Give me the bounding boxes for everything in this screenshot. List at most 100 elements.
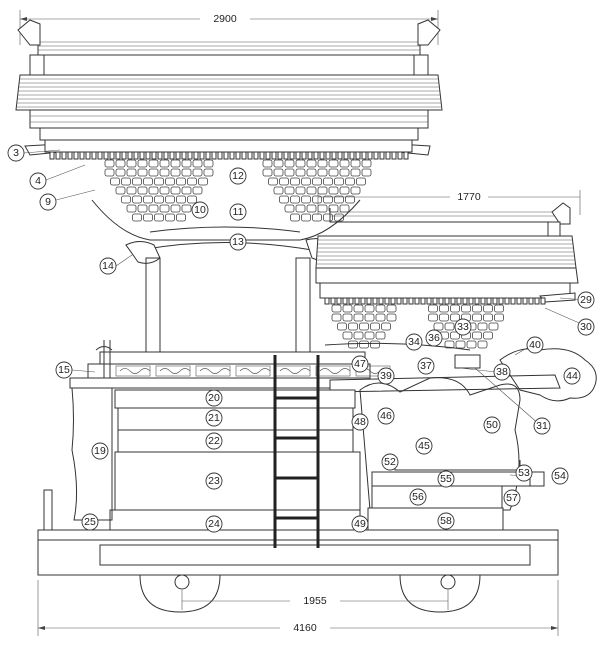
bracket-block bbox=[334, 195, 344, 204]
bracket-block bbox=[317, 168, 328, 177]
bracket-block bbox=[154, 177, 164, 186]
rafter-end bbox=[379, 151, 385, 160]
svg-text:45: 45 bbox=[418, 440, 430, 452]
bracket-block bbox=[317, 186, 328, 195]
bracket-block bbox=[159, 186, 170, 195]
rafter-end bbox=[133, 151, 139, 160]
bracket-block bbox=[126, 204, 137, 213]
svg-text:31: 31 bbox=[536, 420, 548, 432]
dimension-right-roof: 1770 bbox=[317, 190, 581, 215]
left-post bbox=[145, 257, 161, 359]
rafter-end bbox=[103, 151, 109, 160]
bracket-block bbox=[455, 340, 466, 349]
rafter-end bbox=[373, 151, 379, 160]
bracket-block bbox=[494, 304, 504, 313]
bracket-block bbox=[137, 159, 148, 168]
dimension-wheelbase-label: 1955 bbox=[303, 595, 327, 607]
bracket-block bbox=[375, 313, 386, 322]
bracket-block bbox=[350, 159, 361, 168]
bracket-block bbox=[381, 322, 391, 331]
rafter-end bbox=[510, 297, 516, 305]
bracket-block bbox=[337, 322, 347, 331]
bracket-block bbox=[159, 204, 170, 213]
bracket-block bbox=[143, 177, 153, 186]
rafter-end bbox=[61, 151, 67, 160]
bracket-block bbox=[477, 322, 488, 331]
bracket-block bbox=[132, 213, 142, 222]
rail-carving-scroll bbox=[119, 368, 151, 374]
bracket-block bbox=[483, 313, 493, 322]
rafter-end bbox=[361, 151, 367, 160]
bracket-block bbox=[312, 195, 322, 204]
bracket-block bbox=[268, 177, 278, 186]
bracket-block bbox=[115, 159, 126, 168]
svg-text:47: 47 bbox=[354, 358, 366, 370]
bracket-block bbox=[461, 304, 471, 313]
rafter-end bbox=[223, 151, 229, 160]
bracket-block bbox=[176, 213, 186, 222]
callout-30: 30 bbox=[577, 318, 595, 336]
bracket-block bbox=[262, 168, 273, 177]
bracket-block bbox=[361, 159, 372, 168]
callout-48: 48 bbox=[351, 413, 369, 431]
bracket-block bbox=[181, 168, 192, 177]
rafter-end bbox=[211, 151, 217, 160]
dimension-right-roof-label: 1770 bbox=[457, 191, 481, 203]
rafter-end bbox=[115, 151, 121, 160]
callout-21: 21 bbox=[205, 409, 223, 427]
callout-20: 20 bbox=[205, 389, 223, 407]
bracket-block bbox=[295, 186, 306, 195]
rail-carving-scroll bbox=[279, 368, 311, 374]
rafter-end bbox=[313, 151, 319, 160]
rafter-end bbox=[259, 151, 265, 160]
svg-text:12: 12 bbox=[232, 170, 244, 182]
bracket-block bbox=[137, 204, 148, 213]
rafter-end bbox=[414, 297, 420, 305]
bracket-block bbox=[192, 159, 203, 168]
rafter-end bbox=[199, 151, 205, 160]
bracket-block bbox=[328, 168, 339, 177]
left-drapery bbox=[71, 387, 113, 521]
rafter-end bbox=[55, 151, 61, 160]
main-bracket-cluster-right bbox=[262, 159, 372, 222]
svg-text:58: 58 bbox=[440, 515, 452, 527]
bracket-block bbox=[306, 204, 317, 213]
bracket-block bbox=[348, 322, 358, 331]
bracket-block bbox=[170, 168, 181, 177]
svg-text:55: 55 bbox=[440, 473, 452, 485]
bracket-block bbox=[488, 322, 499, 331]
rafter-end bbox=[367, 151, 373, 160]
bracket-block bbox=[472, 331, 482, 340]
bracket-block bbox=[159, 168, 170, 177]
bracket-block bbox=[159, 159, 170, 168]
bracket-block bbox=[450, 331, 460, 340]
callout-44: 44 bbox=[563, 367, 581, 385]
rail-carving-scroll bbox=[159, 368, 191, 374]
svg-text:14: 14 bbox=[102, 260, 114, 272]
rafter-end bbox=[181, 151, 187, 160]
bracket-block bbox=[359, 340, 369, 349]
bracket-block bbox=[165, 195, 175, 204]
bracket-block bbox=[375, 331, 386, 340]
dimension-overall-length: 4160 bbox=[37, 580, 559, 636]
bracket-block bbox=[295, 168, 306, 177]
rafter-end bbox=[366, 297, 372, 305]
bracket-block bbox=[126, 168, 137, 177]
bracket-block bbox=[328, 159, 339, 168]
bracket-block bbox=[477, 340, 488, 349]
svg-text:25: 25 bbox=[84, 516, 96, 528]
callout-31: 31 bbox=[533, 417, 551, 435]
rafter-end bbox=[342, 297, 348, 305]
callout-25: 25 bbox=[81, 513, 99, 531]
bracket-block bbox=[348, 340, 358, 349]
bracket-block bbox=[126, 159, 137, 168]
callout-49: 49 bbox=[351, 515, 369, 533]
callout-3: 3 bbox=[7, 144, 25, 162]
rafter-end bbox=[49, 151, 55, 160]
svg-text:40: 40 bbox=[529, 339, 541, 351]
bracket-block bbox=[342, 331, 353, 340]
callout-14: 14 bbox=[99, 257, 117, 275]
rafter-end bbox=[127, 151, 133, 160]
callout-12: 12 bbox=[229, 167, 247, 185]
